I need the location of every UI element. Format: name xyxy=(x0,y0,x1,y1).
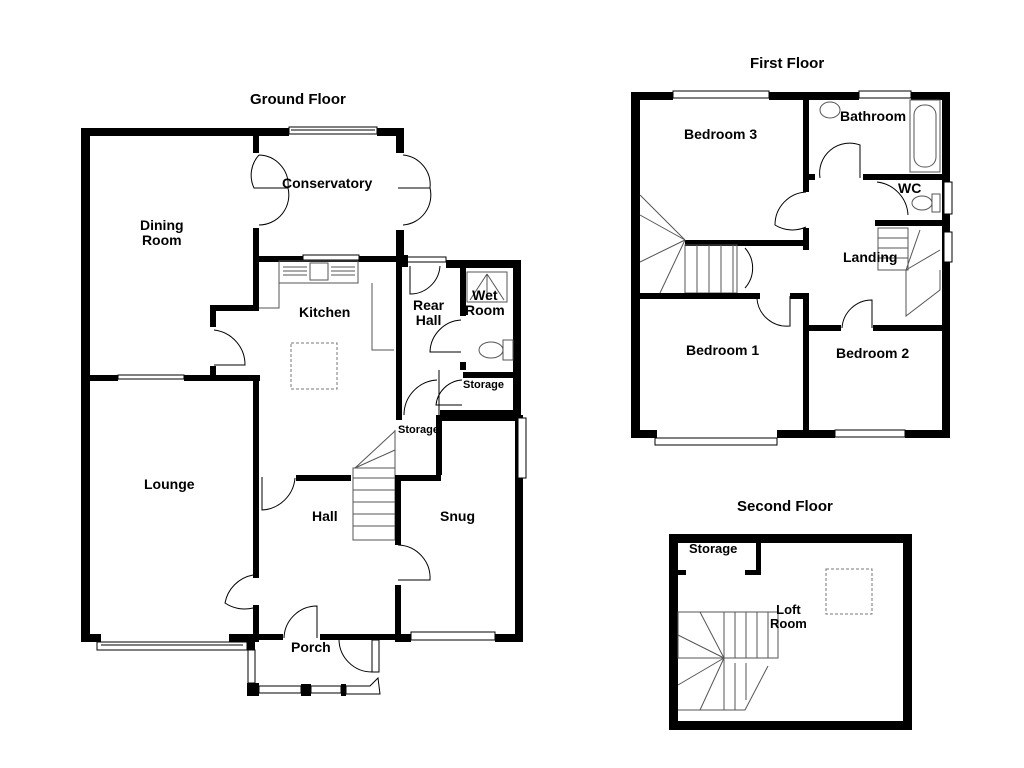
room-label-wc: WC xyxy=(898,180,922,196)
room-label-bathroom: Bathroom xyxy=(840,108,907,124)
room-label-landing: Landing xyxy=(843,249,898,265)
second-floor-title: Second Floor xyxy=(737,498,833,515)
room-label-porch: Porch xyxy=(291,639,331,655)
room-label-bedroom-3: Bedroom 3 xyxy=(684,126,758,142)
room-label-storage-rear: Storage xyxy=(463,379,504,391)
room-label-conservatory: Conservatory xyxy=(282,175,373,191)
ground-floor-title: Ground Floor xyxy=(250,91,346,108)
room-label-storage-understairs: Storage xyxy=(398,424,439,436)
first-floor-plan xyxy=(631,90,953,446)
room-label-dining-room: Dining Room xyxy=(140,217,184,248)
room-label-hall: Hall xyxy=(312,508,338,524)
room-label-bedroom-2: Bedroom 2 xyxy=(836,345,910,361)
first-floor-title: First Floor xyxy=(750,55,825,72)
room-label-wet-room: Wet Room xyxy=(465,287,505,318)
room-label-loft-room: Loft Room xyxy=(770,602,807,631)
room-label-kitchen: Kitchen xyxy=(299,304,351,320)
room-label-snug: Snug xyxy=(440,508,475,524)
ground-floor-plan xyxy=(81,126,527,696)
second-floor-plan xyxy=(669,534,912,730)
room-label-lounge: Lounge xyxy=(144,476,195,492)
room-label-loft-storage: Storage xyxy=(689,541,738,556)
room-label-rear-hall: Rear Hall xyxy=(413,297,445,328)
room-label-bedroom-1: Bedroom 1 xyxy=(686,342,760,358)
